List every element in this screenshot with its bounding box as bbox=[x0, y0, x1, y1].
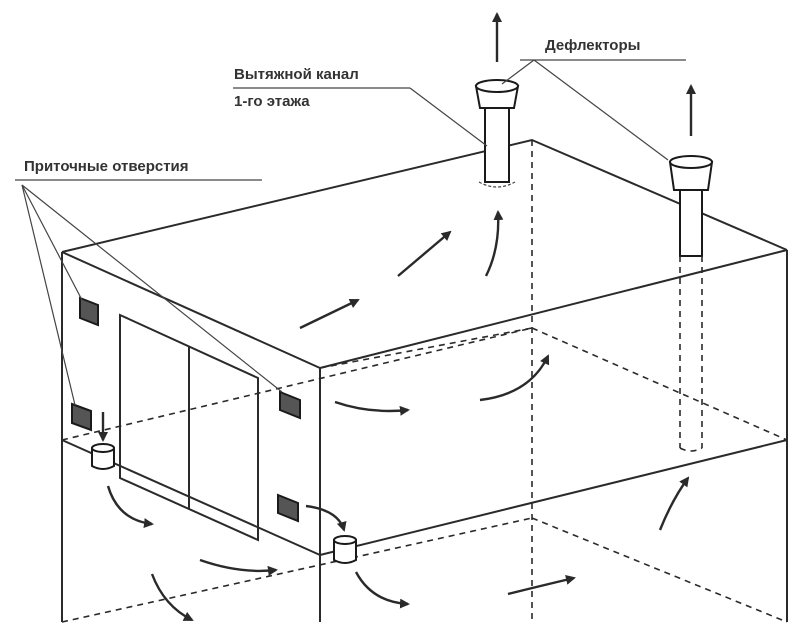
airflow-arrows bbox=[98, 210, 690, 622]
vent-right-lower bbox=[277, 493, 299, 523]
flow-arrow bbox=[199, 558, 278, 576]
vent-right-upper bbox=[279, 390, 301, 420]
deflector-pipe bbox=[668, 155, 714, 452]
vent-mid-left bbox=[71, 402, 92, 432]
flow-arrow bbox=[334, 400, 410, 416]
exhaust-up-arrows bbox=[492, 12, 696, 136]
flow-arrow bbox=[299, 298, 360, 330]
inlet-cylinder-right bbox=[333, 539, 357, 564]
flow-arrow bbox=[484, 210, 504, 277]
flow-arrow bbox=[658, 476, 690, 531]
flow-arrow bbox=[397, 230, 452, 277]
vent-top-left bbox=[79, 296, 99, 327]
inlet-cylinder-left bbox=[91, 447, 115, 470]
label-exhaust-duct-line1: Вытяжной канал bbox=[234, 66, 359, 83]
label-exhaust-duct-line2: 1-го этажа bbox=[234, 93, 310, 110]
garage-door bbox=[119, 313, 259, 542]
leader-lines bbox=[15, 59, 686, 406]
flow-arrow bbox=[354, 571, 410, 609]
label-supply-openings: Приточные отверстия bbox=[24, 158, 189, 175]
flow-arrow bbox=[479, 354, 550, 402]
flow-arrow bbox=[150, 573, 194, 622]
floor-inlets bbox=[91, 443, 357, 564]
hidden-edges bbox=[61, 140, 788, 623]
building-outline bbox=[61, 138, 788, 622]
flow-arrow bbox=[507, 574, 576, 596]
flow-arrow bbox=[305, 504, 347, 532]
exhaust-duct bbox=[474, 79, 520, 188]
flow-arrow bbox=[106, 485, 154, 529]
label-deflectors: Дефлекторы bbox=[545, 37, 640, 54]
supply-vents bbox=[71, 296, 301, 523]
